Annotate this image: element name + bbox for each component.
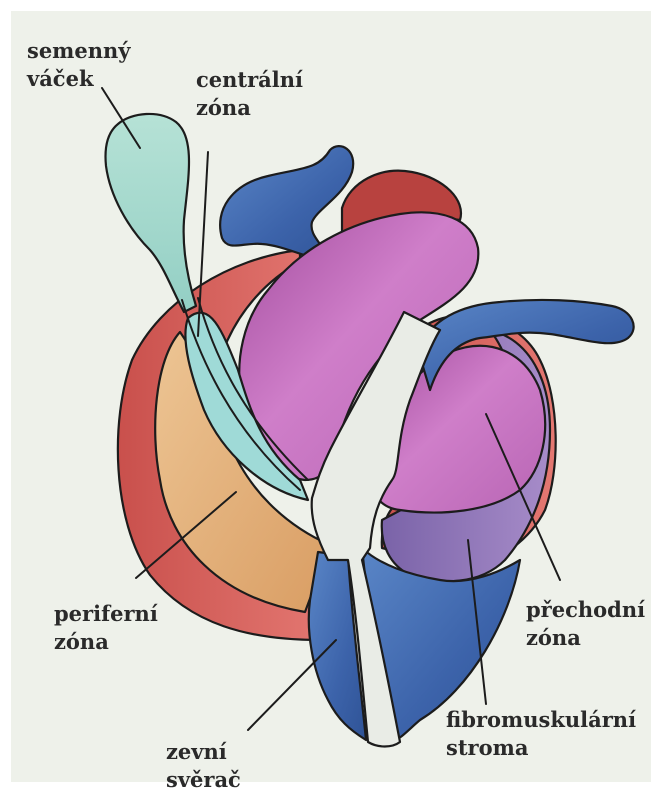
label-semenny-vacek-line2: váček [27, 65, 131, 93]
seminal-vesicle-shape [106, 114, 197, 312]
label-periferni-zona-line2: zóna [54, 628, 158, 656]
label-zevni-sverac: zevní svěrač [166, 738, 241, 794]
label-fibromuskularni-stroma-line2: stroma [446, 734, 636, 762]
label-periferni-zona-line1: periferní [54, 600, 158, 628]
label-semenny-vacek: semenný váček [27, 37, 131, 93]
label-prechodni-zona-line2: zóna [526, 624, 645, 652]
label-prechodni-zona-line1: přechodní [526, 596, 645, 624]
label-periferni-zona: periferní zóna [54, 600, 158, 656]
label-centralni-zona-line2: zóna [196, 94, 303, 122]
label-fibromuskularni-stroma-line1: fibromuskulární [446, 706, 636, 734]
label-fibromuskularni-stroma: fibromuskulární stroma [446, 706, 636, 762]
label-centralni-zona-line1: centrální [196, 66, 303, 94]
label-semenny-vacek-line1: semenný [27, 37, 131, 65]
label-prechodni-zona: přechodní zóna [526, 596, 645, 652]
label-zevni-sverac-line2: svěrač [166, 766, 241, 794]
label-centralni-zona: centrální zóna [196, 66, 303, 122]
label-zevni-sverac-line1: zevní [166, 738, 241, 766]
